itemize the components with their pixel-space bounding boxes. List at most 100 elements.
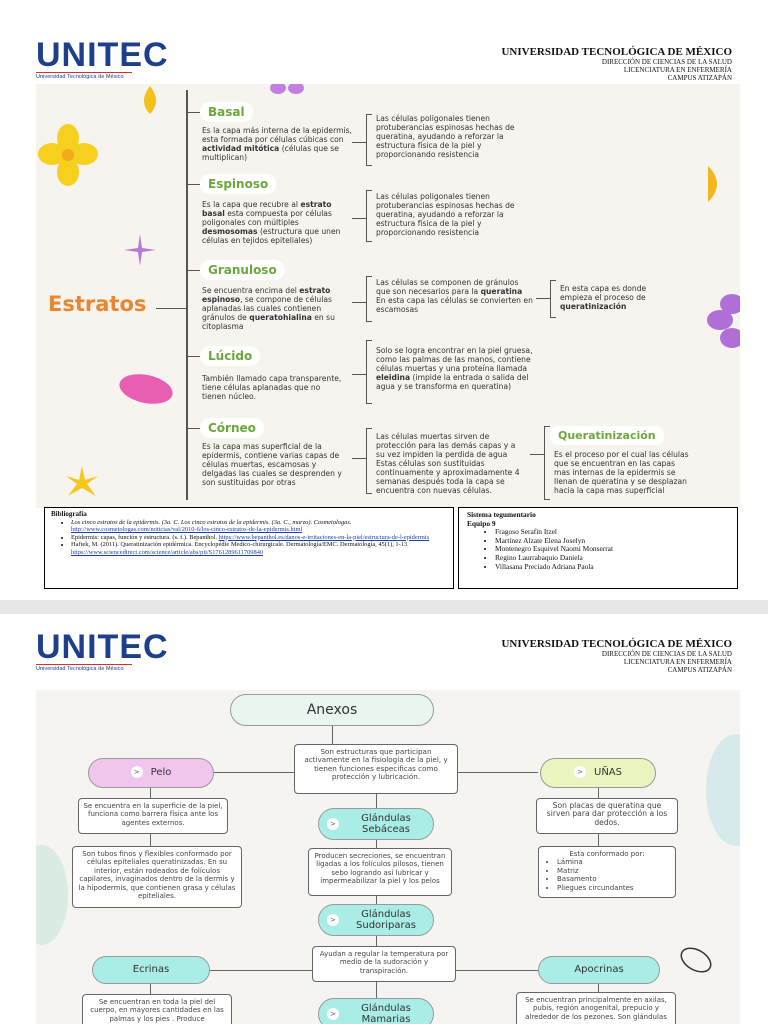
- unitec-logo: UNITEC Universidad Tecnológica de México: [36, 38, 168, 84]
- unas-label: UÑAS: [594, 767, 622, 778]
- ecrinas-connector: [150, 984, 151, 994]
- layer-basal-label: Basal: [200, 102, 253, 122]
- apocrinas-desc: Se encuentran principalmente en axilas, …: [516, 992, 676, 1024]
- page-1: UNITEC Universidad Tecnológica de México…: [0, 0, 768, 600]
- pelo-desc-2: Son tubos finos y flexibles conformado p…: [72, 846, 242, 908]
- unas-list: Lámina Matriz Basamento Pliegues circund…: [557, 858, 671, 892]
- unas-list-item: Pliegues circundantes: [557, 884, 671, 892]
- unas-list-item: Matriz: [557, 867, 671, 875]
- branch-corneo: [186, 428, 200, 429]
- layer-corneo-detail: Las células muertas sirven de protección…: [376, 432, 520, 495]
- header-line-2: LICENCIATURA EN ENFERMERÍA: [623, 658, 732, 666]
- pink-leaf-icon: [119, 374, 173, 404]
- layer-granuloso-extra: En esta capa es donde empieza el proceso…: [560, 284, 647, 311]
- yellow-sun-icon: [66, 466, 98, 496]
- team-member: Fragoso Serafín Itzel: [495, 528, 729, 537]
- layer-lucido-label: Lúcido: [200, 346, 261, 366]
- mamarias-pill: >Glándulas Mamarias: [318, 998, 434, 1024]
- bibliography-text: Los cinco estratos de la epidermis. (3a.…: [71, 518, 352, 526]
- branch-espinoso: [186, 184, 200, 185]
- university-header: UNIVERSIDAD TECNOLÓGICA DE MÉXICO DIRECC…: [501, 638, 732, 674]
- bibliography-text: Epidermis: capas, función y estructura. …: [71, 533, 218, 541]
- chevron-right-icon: >: [574, 766, 586, 778]
- chevron-right-icon: >: [327, 914, 339, 926]
- university-name: UNIVERSIDAD TECNOLÓGICA DE MÉXICO: [501, 638, 732, 650]
- bibliography-link[interactable]: http://www.cosmetologas.com/noticias/val…: [71, 526, 303, 534]
- bibliography-item: Los cinco estratos de la epidermis. (3a.…: [71, 519, 447, 534]
- layer-lucido-detail: Solo se logra encontrar en la piel grues…: [376, 346, 533, 391]
- bibliography-box: Bibliografía Los cinco estratos de la ep…: [44, 507, 454, 589]
- sebaceas-pill: > Glándulas Sebáceas: [318, 808, 434, 840]
- pelo-connector: [150, 788, 151, 798]
- sudoriparas-desc: Ayudan a regular la temperatura por medi…: [312, 946, 456, 982]
- team-member: Regino Laurrabaquio Daniela: [495, 553, 729, 563]
- yellow-leaf-icon: [144, 86, 156, 114]
- layer-basal-desc: Es la capa más interna de la epidermis, …: [202, 126, 352, 162]
- bibliography-item: Haftek, M. (2011). Queratinización epidé…: [71, 541, 447, 556]
- sebaceas-connector-2: [376, 840, 377, 848]
- apocrinas-pill: Apocrinas: [538, 956, 660, 984]
- logo-subtitle: Universidad Tecnológica de México: [36, 72, 132, 80]
- lucido-connector: [352, 374, 366, 375]
- granuloso-extra-bracket: [550, 280, 556, 318]
- unas-connector: [598, 788, 599, 798]
- layer-corneo-desc: Es la capa mas superficial de la epiderm…: [202, 442, 342, 487]
- unas-pill: > UÑAS: [540, 758, 656, 788]
- ecrinas-pill: Ecrinas: [92, 956, 210, 984]
- apocrinas-horizontal-connector: [456, 970, 538, 971]
- queratinizacion-label: Queratinización: [550, 426, 664, 445]
- queratinizacion-bracket: [544, 426, 550, 500]
- layer-granuloso-label: Granuloso: [200, 260, 285, 280]
- header-line-1: DIRECCIÓN DE CIENCIAS DE LA SALUD: [601, 58, 732, 66]
- bibliography-link[interactable]: https://www.sciencedirect.com/science/ar…: [71, 548, 264, 556]
- anexos-intro: Son estructuras que participan activamen…: [294, 744, 458, 794]
- estratos-title: Estratos: [48, 292, 147, 316]
- pelo-desc-1: Se encuentra en la superficie de la piel…: [78, 798, 228, 834]
- queratinizacion-desc: Es el proceso por el cual las células qu…: [554, 450, 689, 495]
- ecrinas-horizontal-connector: [210, 970, 312, 971]
- apocrinas-connector: [598, 984, 599, 992]
- lucido-bracket: [366, 340, 372, 404]
- pelo-pill: > Pelo: [88, 758, 214, 788]
- chevron-right-icon: >: [327, 818, 339, 830]
- unas-structure-box: Esta conformado por: Lámina Matriz Basam…: [538, 846, 676, 898]
- corneo-connector: [352, 458, 366, 459]
- sudoriparas-pill: > Glándulas Sudoriparas: [318, 904, 434, 936]
- corneo-bracket: [366, 428, 372, 494]
- layer-corneo-label: Córneo: [200, 418, 264, 438]
- mamarias-connector: [376, 982, 377, 998]
- pelo-label: Pelo: [150, 767, 172, 778]
- oval-outline-icon: [680, 947, 712, 973]
- sebaceas-label: Glándulas Sebáceas: [361, 813, 411, 835]
- team-members: Fragoso Serafín Itzel Martínez Alzate El…: [495, 528, 729, 571]
- team-member: Villasana Preciado Adriana Paola: [495, 562, 729, 572]
- diagram-spine: [186, 90, 188, 500]
- granuloso-connector: [352, 302, 366, 303]
- chevron-right-icon: >: [130, 766, 143, 778]
- header-line-3: CAMPUS ATIZAPÁN: [667, 666, 732, 674]
- logo-text: UNITEC: [36, 36, 169, 74]
- branch-basal: [186, 112, 200, 113]
- apocrinas-label: Apocrinas: [574, 964, 624, 975]
- team-member: Montenegro Esquivel Naomi Monserrat: [495, 545, 729, 554]
- anexos-title: Anexos: [230, 694, 434, 726]
- anexos-diagram: Anexos Son estructuras que participan ac…: [36, 690, 740, 1024]
- queratinizacion-connector: [530, 454, 544, 455]
- bibliography-link[interactable]: https://www.bepanthol.es/danos-e-irritac…: [218, 533, 430, 541]
- mamarias-label: Glándulas Mamarias: [361, 1003, 411, 1024]
- watercolor-decoration-right-icon: [706, 734, 740, 846]
- unas-connector-2: [598, 834, 599, 846]
- header-line-2: LICENCIATURA EN ENFERMERÍA: [623, 66, 732, 74]
- branch-granuloso: [186, 270, 200, 271]
- pelo-connector-2: [150, 834, 151, 846]
- unas-list-item: Basamento: [557, 875, 671, 883]
- title-connector: [332, 726, 333, 744]
- estratos-diagram: Estratos Basal Es la capa más interna de…: [36, 84, 740, 508]
- unas-desc: Son placas de queratina que sirven para …: [536, 798, 678, 834]
- team-title: Sistema tegumentario: [467, 510, 536, 519]
- bibliography-item: Epidermis: capas, función y estructura. …: [71, 534, 447, 542]
- basal-bracket: [366, 114, 372, 166]
- layer-granuloso-desc: Se encuentra encima del estrato espinoso…: [202, 286, 335, 331]
- sudoriparas-label: Glándulas Sudoriparas: [356, 909, 416, 931]
- team-member: Martínez Alzate Elena Joselyn: [495, 536, 729, 546]
